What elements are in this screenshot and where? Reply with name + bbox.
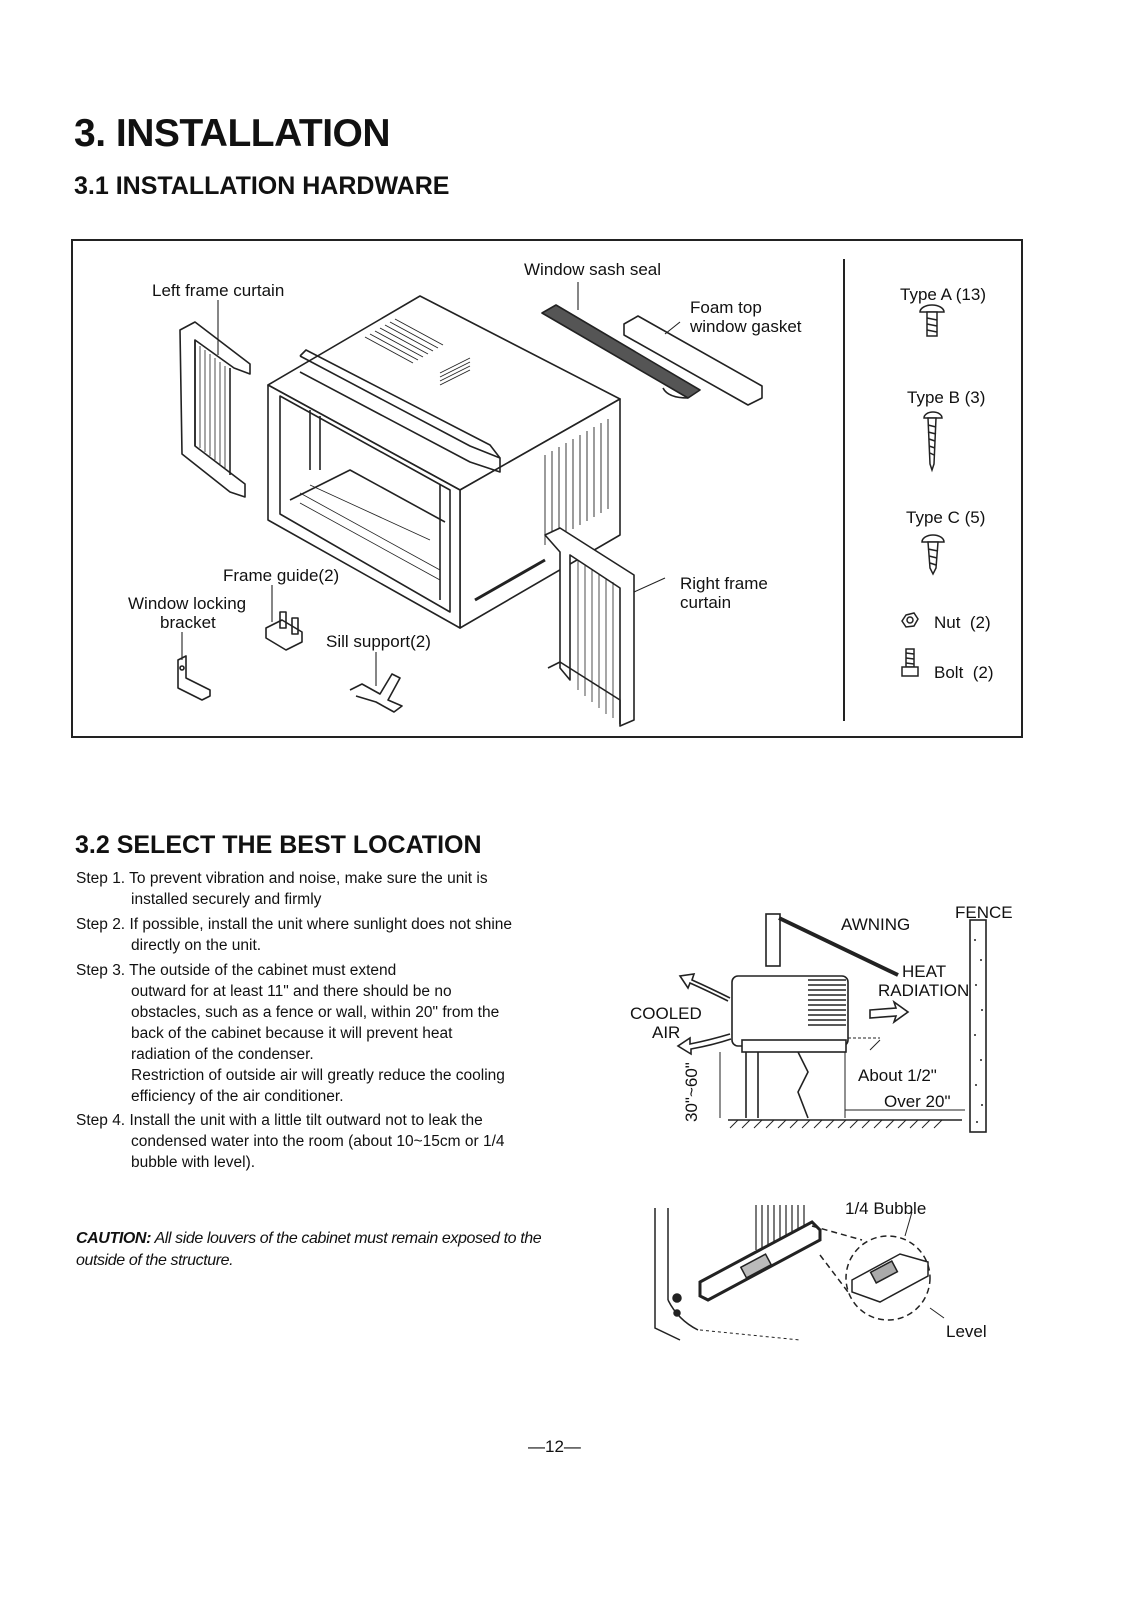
window-locking-bracket-drawing: [177, 655, 211, 701]
step-4-text: Install the unit with a little tilt outw…: [129, 1112, 483, 1129]
step-1: Step 1. To prevent vibration and noise, …: [76, 868, 546, 910]
step-3-line-2: outward for at least 11" and there shoul…: [131, 983, 452, 1000]
step-2: Step 2. If possible, install the unit wh…: [76, 914, 546, 956]
screw-type-b-icon: [923, 411, 943, 473]
heat-arrow: [869, 999, 910, 1025]
label-window-locking-1: Window locking: [128, 594, 247, 613]
label-foam-top-1: Foam top: [690, 298, 762, 317]
step-3-line-6: Restriction of outside air will greatly …: [131, 1067, 505, 1084]
label-level: Level: [946, 1322, 987, 1341]
step-1-prefix: Step 1.: [76, 870, 126, 887]
label-right-frame-2: curtain: [680, 593, 732, 612]
label-awning: AWNING: [841, 915, 911, 934]
left-frame-curtain-drawing: [179, 321, 251, 498]
step-3-line-7: efficiency of the air conditioner.: [131, 1088, 344, 1105]
page-heading: 3. INSTALLATION: [74, 112, 391, 155]
label-quarter-bubble: 1/4 Bubble: [845, 1199, 927, 1218]
label-over-20: Over 20": [884, 1092, 951, 1111]
cooled-air-arrow-up: [678, 973, 731, 1002]
step-2-text: If possible, install the unit where sunl…: [129, 916, 513, 933]
step-3-line-5: radiation of the condenser.: [131, 1046, 314, 1063]
label-sill-support: Sill support(2): [326, 632, 431, 651]
cooled-air-arrow-down: [676, 1033, 732, 1056]
step-2-prefix: Step 2.: [76, 916, 126, 933]
label-cooled: COOLED: [630, 1004, 702, 1023]
step-3-text: The outside of the cabinet must extend: [129, 962, 397, 979]
page-number: —12—: [528, 1437, 581, 1456]
window-sash-seal-drawing: [541, 304, 701, 399]
caution-note: CAUTION: All side louvers of the cabinet…: [76, 1228, 546, 1272]
cabinet-drawing: [267, 295, 621, 629]
caution-label: CAUTION:: [76, 1230, 152, 1247]
step-4-line-3: bubble with level).: [131, 1154, 256, 1171]
awning-drawing: [778, 916, 899, 977]
label-window-locking-2: bracket: [160, 613, 216, 632]
label-right-frame-1: Right frame: [680, 574, 768, 593]
right-frame-curtain-drawing: [544, 527, 635, 727]
screw-type-a-icon: [919, 304, 945, 337]
step-1-line-2: installed securely and firmly: [131, 891, 322, 908]
part-bolt-label: Bolt (2): [934, 663, 994, 682]
step-4-line-2: condensed water into the room (about 10~…: [131, 1133, 505, 1150]
foam-gasket-drawing: [623, 315, 763, 406]
step-1-text: To prevent vibration and noise, make sur…: [129, 870, 488, 887]
label-heat: HEAT: [902, 962, 947, 981]
nut-icon: [901, 612, 919, 628]
step-2-line-2: directly on the unit.: [131, 937, 262, 954]
step-3-prefix: Step 3.: [76, 962, 126, 979]
wall-drawing: [765, 913, 781, 967]
frame-guide-drawing: [265, 611, 303, 651]
step-3-line-4: back of the cabinet because it will prev…: [131, 1025, 453, 1042]
part-nut-label: Nut (2): [934, 613, 991, 632]
section-title-location: 3.2 SELECT THE BEST LOCATION: [75, 831, 482, 859]
part-type-c-label: Type C (5): [906, 508, 986, 527]
step-3-line-3: obstacles, such as a fence or wall, with…: [131, 1004, 500, 1021]
sill-support-drawing: [349, 673, 403, 713]
fence-drawing: [969, 919, 987, 1133]
label-air: AIR: [652, 1023, 681, 1042]
part-type-a-label: Type A (13): [900, 285, 986, 304]
hardware-figure: [71, 239, 1023, 738]
step-4: Step 4. Install the unit with a little t…: [76, 1110, 546, 1173]
label-fence: FENCE: [955, 903, 1013, 922]
part-type-b-label: Type B (3): [907, 388, 986, 407]
label-foam-top-2: window gasket: [690, 317, 802, 336]
figure-divider: [843, 259, 845, 721]
step-4-prefix: Step 4.: [76, 1112, 126, 1129]
screw-type-c-icon: [921, 534, 945, 576]
section-title-hardware: 3.1 INSTALLATION HARDWARE: [74, 172, 450, 200]
label-frame-guide: Frame guide(2): [223, 566, 340, 585]
caution-text: All side louvers of the cabinet must rem…: [76, 1230, 542, 1269]
label-about-half-inch: About 1/2": [858, 1066, 937, 1085]
bolt-icon: [901, 648, 919, 677]
step-3: Step 3. The outside of the cabinet must …: [76, 960, 546, 1107]
air-conditioner-exploded-view: [177, 282, 945, 727]
label-radiation: RADIATION: [878, 981, 970, 1000]
label-window-sash-seal: Window sash seal: [524, 260, 662, 279]
label-left-frame-curtain: Left frame curtain: [152, 281, 285, 300]
